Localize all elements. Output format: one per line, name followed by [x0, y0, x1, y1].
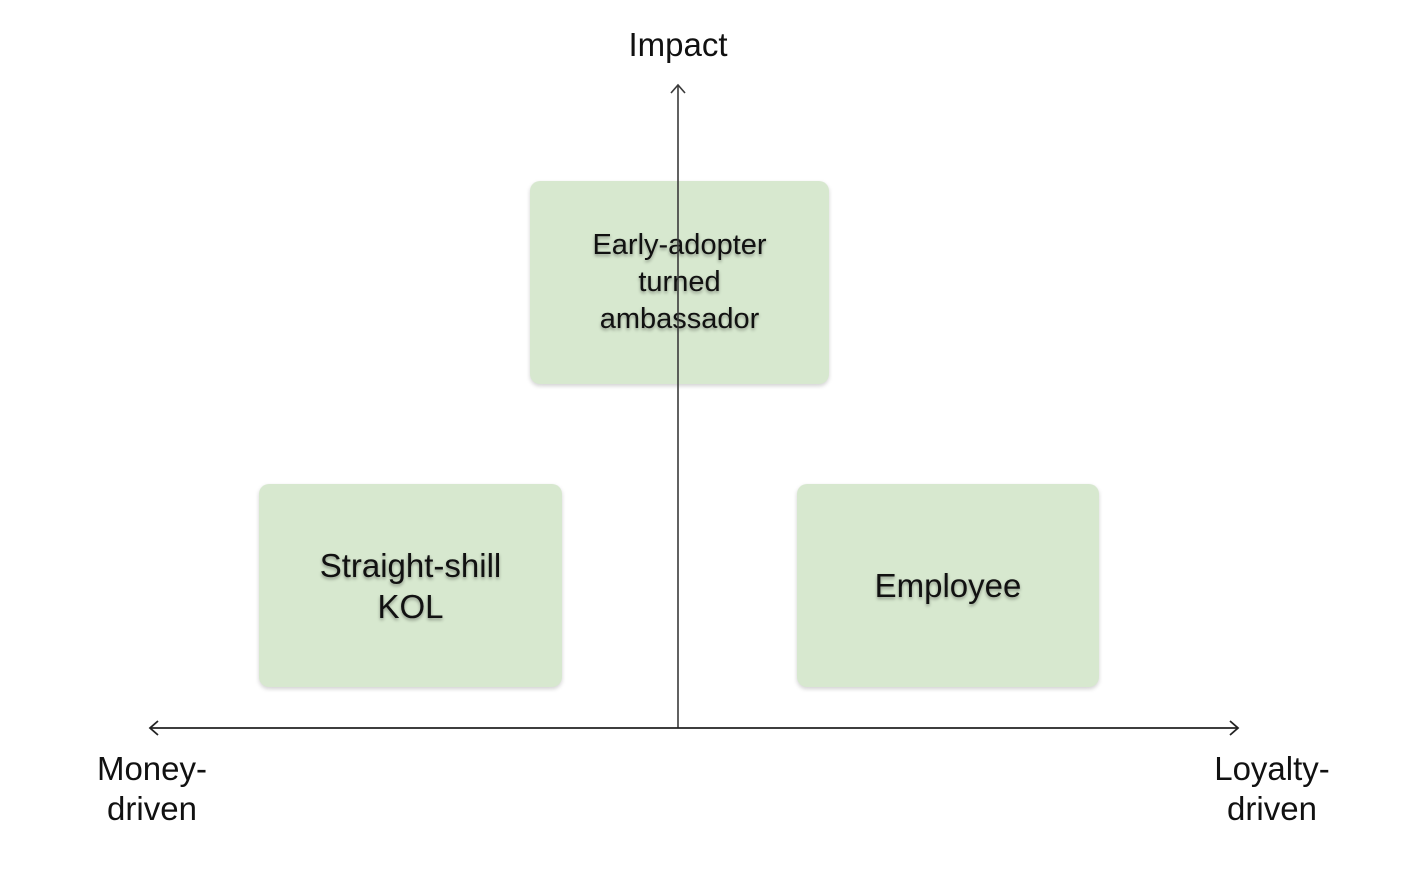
horizontal-axis-left-arrowhead: [148, 720, 159, 736]
box-straight-shill-label: Straight-shill KOL: [319, 546, 502, 625]
x-axis-label-money-driven: Money- driven: [96, 750, 208, 827]
vertical-axis-arrowhead: [670, 83, 686, 94]
box-early-adopter-label: Early-adopter turned ambassador: [592, 229, 767, 335]
x-axis-label-loyalty-driven: Loyalty- driven: [1214, 750, 1330, 827]
box-employee: Employee: [797, 484, 1099, 687]
horizontal-axis-right-arrowhead: [1229, 720, 1240, 736]
box-straight-shill: Straight-shill KOL: [259, 484, 562, 687]
box-employee-label: Employee: [874, 567, 1022, 604]
box-early-adopter: Early-adopter turned ambassador: [530, 181, 829, 384]
y-axis-label-impact: Impact: [628, 26, 728, 63]
